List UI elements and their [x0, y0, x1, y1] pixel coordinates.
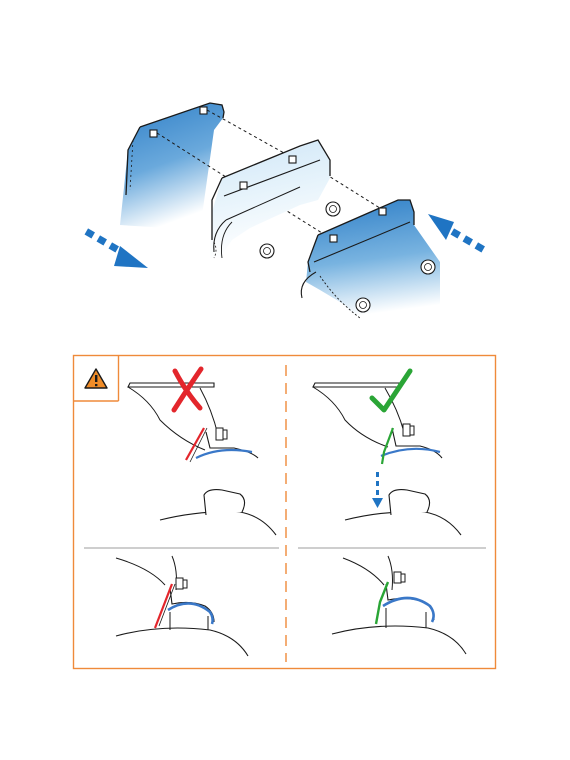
- middle-panel-slot: [239, 181, 248, 190]
- panel-wrong-before: [127, 366, 277, 536]
- middle-panel-bolt: [325, 201, 341, 217]
- warning-triangle-icon: [84, 368, 108, 389]
- dotted-down-arrow-icon: [372, 472, 383, 508]
- alignment-lines: [156, 109, 384, 239]
- left-panel-slot: [199, 106, 208, 115]
- right-panel-slot: [378, 207, 387, 216]
- dotted-arrow-left-down-icon: [84, 228, 148, 268]
- middle-panel-slot: [288, 155, 297, 164]
- panel-wrong-installed: [115, 555, 249, 657]
- right-panel-bolt: [355, 297, 371, 313]
- middle-panel: [210, 139, 341, 259]
- middle-panel-bolt: [259, 243, 275, 259]
- left-panel: [120, 102, 225, 230]
- right-panel-slot: [329, 234, 338, 243]
- dotted-arrow-right-up-icon: [428, 214, 485, 253]
- exploded-assembly: [84, 102, 485, 320]
- detail-frame: [72, 354, 497, 670]
- panel-right-installed: [331, 555, 467, 655]
- check-mark-icon: [369, 368, 413, 413]
- right-panel: [300, 199, 440, 320]
- left-panel-slot: [149, 129, 158, 138]
- right-panel-bolt: [420, 259, 436, 275]
- cross-mark-icon: [171, 366, 204, 413]
- panel-right-before: [312, 368, 462, 536]
